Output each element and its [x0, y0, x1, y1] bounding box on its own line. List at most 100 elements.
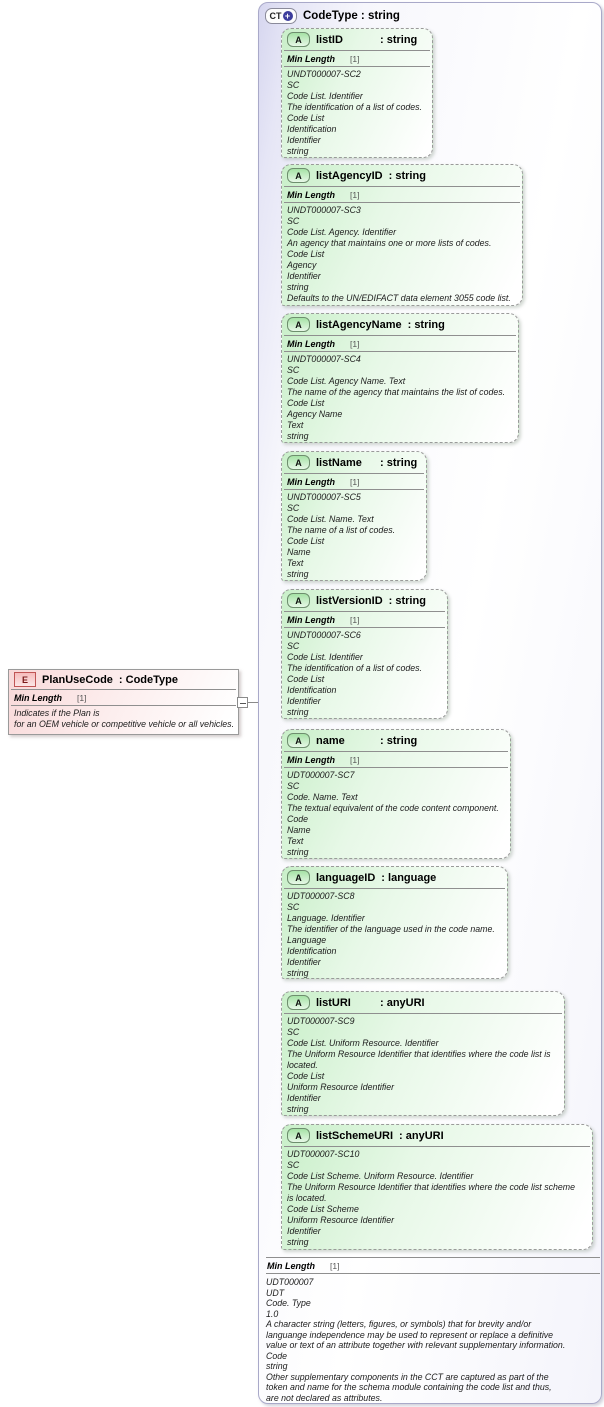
complextype-annotation: UDT000007 UDT Code. Type 1.0 A character… [266, 1277, 566, 1403]
attribute-icon: A [287, 32, 310, 47]
attribute-type: : language [381, 871, 437, 884]
facet-label: Min Length [267, 1260, 315, 1271]
facet-value: [1] [350, 53, 360, 64]
attribute-name: listName [316, 456, 362, 469]
attribute-type: : string [388, 169, 426, 182]
complextype-title: CodeType : string [303, 10, 400, 22]
collapse-handle[interactable] [237, 697, 248, 708]
divider [284, 611, 445, 612]
attribute-box-listname[interactable]: A listName : string Min Length [1] UNDT0… [281, 451, 427, 581]
facet-row: Min Length [1] [282, 51, 432, 66]
attribute-header: A listName : string [282, 452, 426, 473]
facet-value: [1] [77, 692, 87, 703]
attribute-box-listagencyid[interactable]: A listAgencyID : string Min Length [1] U… [281, 164, 523, 306]
attribute-type: : anyURI [380, 996, 425, 1009]
attribute-annotation: UDT000007-SC9 SC Code List. Uniform Reso… [287, 1016, 551, 1114]
facet-row: Min Length [1] [9, 690, 238, 705]
facet-value: [1] [350, 614, 360, 625]
divider [284, 186, 520, 187]
element-type: : CodeType [118, 673, 178, 686]
facet-value: [1] [350, 189, 360, 200]
attribute-header: A listAgencyName : string [282, 314, 518, 335]
facet-value: [1] [350, 754, 360, 765]
divider [284, 351, 516, 352]
attribute-icon: A [287, 317, 310, 332]
divider [284, 1013, 562, 1014]
divider [284, 767, 508, 768]
facet-label: Min Length [14, 692, 62, 703]
attribute-type: : string [380, 33, 418, 46]
complextype-facet-row: Min Length [1] [266, 1257, 600, 1274]
divider [284, 1146, 590, 1147]
attribute-box-listuri[interactable]: A listURI : anyURI UDT000007-SC9 SC Code… [281, 991, 565, 1116]
attribute-box-listid[interactable]: A listID : string Min Length [1] UNDT000… [281, 28, 433, 158]
facet-value: [1] [350, 338, 360, 349]
facet-row: Min Length [1] [282, 336, 518, 351]
attribute-type: : string [388, 594, 426, 607]
facet-label: Min Length [287, 338, 335, 349]
attribute-header: A listSchemeURI : anyURI [282, 1125, 592, 1146]
attribute-box-listagencyname[interactable]: A listAgencyName : string Min Length [1]… [281, 313, 519, 443]
complextype-header[interactable]: CT+ CodeType : string [265, 8, 400, 24]
attribute-icon: A [287, 168, 310, 183]
attribute-annotation: UNDT000007-SC3 SC Code List. Agency. Ide… [287, 205, 511, 303]
attribute-box-listschemeuri[interactable]: A listSchemeURI : anyURI UDT000007-SC10 … [281, 1124, 593, 1250]
attribute-name: listID [316, 33, 343, 46]
attribute-icon: A [287, 870, 310, 885]
attribute-box-languageid[interactable]: A languageID : language UDT000007-SC8 SC… [281, 866, 508, 979]
attribute-annotation: UDT000007-SC8 SC Language. Identifier Th… [287, 891, 495, 978]
divider [11, 705, 236, 706]
attribute-type: : string [380, 456, 418, 469]
facet-row: Min Length [1] [282, 752, 510, 767]
attribute-header: A listVersionID : string [282, 590, 447, 611]
attribute-box-name[interactable]: A name : string Min Length [1] UDT000007… [281, 729, 511, 859]
attribute-icon: A [287, 593, 310, 608]
element-annotation: Indicates if the Plan is for an OEM vehi… [14, 708, 235, 729]
attribute-header: A listAgencyID : string [282, 165, 522, 186]
plus-icon: + [282, 11, 293, 21]
attribute-annotation: UNDT000007-SC4 SC Code List. Agency Name… [287, 354, 506, 441]
attribute-annotation: UNDT000007-SC5 SC Code List. Name. Text … [287, 492, 396, 579]
attribute-header: A name : string [282, 730, 510, 751]
facet-label: Min Length [287, 476, 335, 487]
attribute-name: languageID [316, 871, 376, 884]
facet-row: Min Length [1] [282, 612, 447, 627]
divider [284, 627, 445, 628]
attribute-type: : string [380, 734, 418, 747]
attribute-icon: A [287, 733, 310, 748]
divider [284, 489, 424, 490]
divider [284, 888, 505, 889]
facet-row: Min Length [1] [282, 187, 522, 202]
divider [284, 751, 508, 752]
attribute-annotation: UNDT000007-SC6 SC Code List. Identifier … [287, 630, 422, 717]
element-box-planusecode[interactable]: E PlanUseCode : CodeType Min Length [1] … [8, 669, 239, 735]
attribute-annotation: UDT000007-SC7 SC Code. Name. Text The te… [287, 770, 499, 857]
attribute-name: listURI [316, 996, 351, 1009]
minus-icon [240, 703, 246, 704]
attribute-header: A listID : string [282, 29, 432, 50]
attribute-icon: A [287, 455, 310, 470]
facet-value: [1] [350, 476, 360, 487]
divider [284, 335, 516, 336]
attribute-icon: A [287, 1128, 310, 1143]
attribute-name: name [316, 734, 345, 747]
attribute-name: listAgencyID [316, 169, 383, 182]
facet-value: [1] [330, 1260, 340, 1271]
attribute-type: : anyURI [399, 1129, 444, 1142]
complextype-icon-label: CT [269, 11, 282, 21]
attribute-type: : string [407, 318, 445, 331]
attribute-name: listSchemeURI [316, 1129, 394, 1142]
facet-label: Min Length [287, 189, 335, 200]
divider [284, 66, 430, 67]
facet-row: Min Length [1] [282, 474, 426, 489]
attribute-icon: A [287, 995, 310, 1010]
attribute-header: A listURI : anyURI [282, 992, 564, 1013]
attribute-annotation: UDT000007-SC10 SC Code List Scheme. Unif… [287, 1149, 575, 1247]
divider [284, 50, 430, 51]
divider [284, 202, 520, 203]
facet-label: Min Length [287, 53, 335, 64]
attribute-name: listVersionID [316, 594, 383, 607]
attribute-header: A languageID : language [282, 867, 507, 888]
attribute-box-listversionid[interactable]: A listVersionID : string Min Length [1] … [281, 589, 448, 719]
